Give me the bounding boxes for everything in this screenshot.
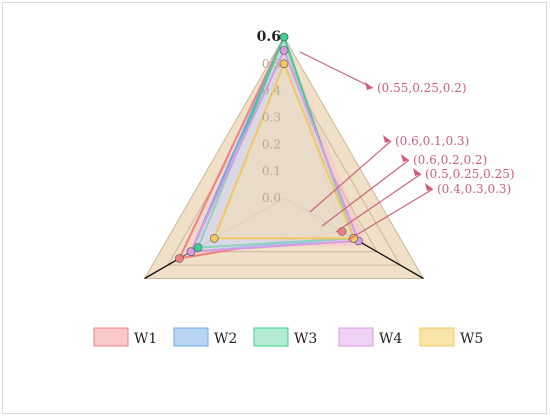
series-point-w5: [279, 59, 289, 69]
radar-grid-ring: [143, 35, 425, 279]
legend-label-w1: W1: [134, 331, 157, 347]
series-point-w3: [193, 243, 203, 252]
annotation-label: (0.6,0.1,0.3): [395, 134, 469, 148]
annotation-leader: [309, 140, 392, 213]
legend-swatch-w4: [338, 327, 374, 347]
annotation-arrowhead: [365, 82, 373, 90]
annotation-label: (0.4,0.3,0.3): [437, 182, 511, 196]
series-polygon-w5: [212, 61, 356, 240]
tick-label: 0.4: [262, 84, 281, 98]
legend-swatch-w3: [253, 327, 289, 347]
legend-label-w3: W3: [294, 331, 317, 347]
radar-grid-ring: [166, 62, 402, 266]
tick-label: 0.2: [262, 137, 281, 151]
tick-label: 0.1: [262, 164, 281, 178]
series-point-w4: [279, 46, 289, 55]
tick-label: 0.6: [257, 29, 281, 45]
annotation-label: (0.5,0.25,0.25): [425, 167, 515, 181]
legend-label-w4: W4: [379, 331, 402, 347]
series-point-w5: [210, 234, 219, 243]
annotation-arrowhead: [413, 168, 421, 176]
series-point-w1: [337, 227, 347, 236]
annotation-leader: [299, 51, 374, 89]
legend-swatch-w1: [93, 327, 129, 347]
series-polygon-w4: [189, 47, 360, 253]
tick-label: 0.3: [262, 111, 281, 125]
legend-swatch-w5: [419, 327, 455, 347]
series-point-w1: [175, 254, 184, 263]
series-point-w4: [186, 247, 196, 256]
annotation-leader: [321, 159, 410, 227]
series-point-w3: [279, 32, 289, 42]
annotation-label: (0.6,0.2,0.2): [413, 153, 487, 167]
legend-label-w5: W5: [460, 331, 483, 347]
annotation-label: (0.55,0.25,0.2): [377, 81, 467, 95]
tick-label: 0.5: [262, 57, 281, 71]
radar-grid-ring: [236, 143, 332, 226]
radar-grid-ring: [259, 170, 309, 212]
annotation-leader: [335, 173, 422, 233]
legend-label-w2: W2: [214, 331, 237, 347]
annotation-leader: [347, 188, 434, 241]
annotation-arrowhead: [425, 183, 433, 191]
tick-label: 0.0: [262, 191, 281, 205]
annotation-arrowhead: [383, 135, 391, 143]
annotation-arrowhead: [401, 154, 409, 162]
legend-swatch-w2: [173, 327, 209, 347]
